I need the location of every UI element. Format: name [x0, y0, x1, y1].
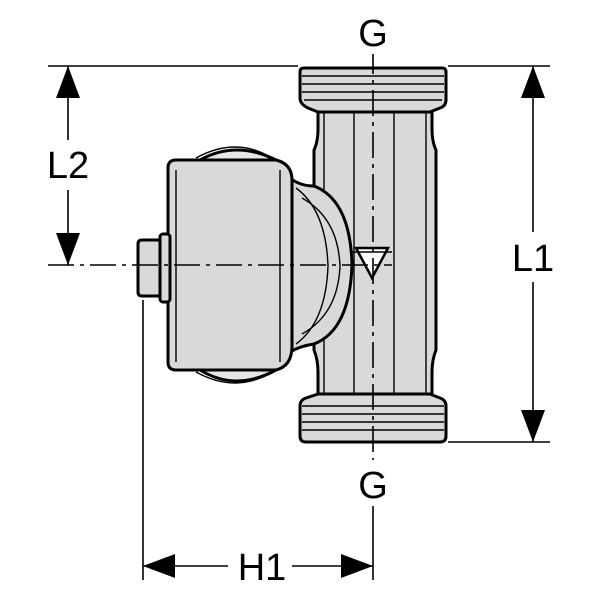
side-plug: [136, 232, 172, 304]
center-lines: [48, 48, 392, 460]
label-l1: L1: [512, 238, 554, 280]
dimension-l2: L2: [40, 66, 98, 265]
label-thread-top: G: [358, 13, 388, 55]
dimension-l1: L1: [502, 66, 564, 442]
label-thread-bottom: G: [358, 465, 388, 507]
flow-direction-symbol: [352, 246, 392, 281]
label-h1: H1: [238, 547, 287, 589]
label-l2: L2: [47, 145, 89, 187]
dimension-h1: H1: [143, 544, 373, 590]
